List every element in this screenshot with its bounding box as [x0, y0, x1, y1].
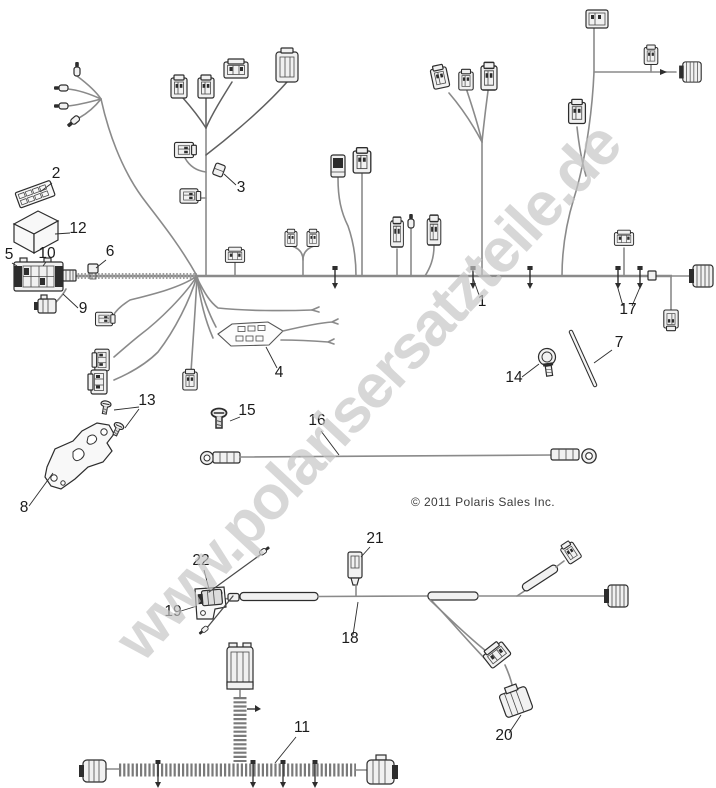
callout-leader-4 [265, 346, 278, 369]
callout-leader-22 [203, 569, 210, 590]
callout-leader-13 [113, 406, 140, 411]
callout-4: 4 [275, 364, 284, 381]
decal-plate [14, 180, 56, 209]
fuse-box [13, 257, 77, 292]
callout-leader-5 [11, 262, 18, 267]
screw-15 [210, 407, 228, 429]
connector [170, 74, 188, 99]
cable-tie-7 [568, 329, 598, 388]
callout-5: 5 [5, 246, 14, 263]
left-parts [12, 180, 99, 314]
callout-18: 18 [341, 630, 358, 647]
connector-11-left [79, 759, 107, 783]
callout-leader-13 [124, 408, 140, 429]
callout-12: 12 [69, 220, 86, 237]
callout-leader-17 [631, 284, 642, 307]
connector-trunk-end [688, 264, 714, 288]
callout-leader-15 [229, 416, 241, 422]
bullet-terminal [73, 61, 81, 77]
callout-leader-10 [42, 261, 47, 267]
throttle-harness [194, 538, 629, 718]
callout-leader-17 [616, 284, 624, 307]
connector-11-top [226, 642, 254, 690]
connector-top [585, 9, 609, 29]
callout-7: 7 [615, 334, 624, 351]
callout-leader-18 [352, 601, 359, 636]
callout-15: 15 [238, 402, 255, 419]
main-harness [53, 9, 714, 395]
callout-16: 16 [308, 412, 325, 429]
callout-14: 14 [505, 369, 523, 386]
callout-leader-3 [223, 173, 237, 186]
callout-leader-20 [508, 714, 522, 734]
hardware-parts [44, 329, 598, 490]
tube-clips [155, 760, 318, 788]
callout-13: 13 [138, 392, 155, 409]
callout-19: 19 [164, 603, 181, 620]
copyright-text: © 2011 Polaris Sales Inc. [411, 495, 556, 509]
connector-right-branch [678, 61, 702, 83]
callout-leader-7 [593, 349, 613, 364]
callout-leader-9 [62, 293, 79, 309]
connector-9 [34, 288, 67, 314]
clip-6 [87, 263, 99, 280]
screw-13a [98, 399, 113, 416]
mount-bracket-8 [44, 422, 115, 490]
connector-21 [347, 551, 363, 586]
clip-3 [212, 162, 226, 178]
large-connector [275, 47, 299, 83]
connector-11-right [366, 754, 398, 785]
callout-20: 20 [495, 727, 513, 744]
callout-6: 6 [106, 243, 115, 260]
harness-clip [331, 265, 339, 290]
callout-leader-14 [521, 363, 540, 378]
callout-leader-19 [180, 605, 198, 612]
connector-18-end [603, 584, 629, 608]
corrugated-harness [79, 642, 398, 788]
callout-17: 17 [619, 301, 636, 318]
callout-leader-1 [472, 277, 480, 296]
callout-leader-8 [28, 472, 54, 507]
callout-leader-16 [320, 430, 340, 456]
ground-strap-16 [199, 448, 597, 466]
callout-21: 21 [366, 530, 383, 547]
fuse-link-assembly [217, 318, 339, 347]
callout-1: 1 [478, 293, 487, 310]
callout-leader-11 [274, 736, 297, 764]
callout-leader-6 [95, 259, 107, 269]
connector-dark [330, 154, 346, 178]
callout-3: 3 [237, 179, 246, 196]
callout-leader-12 [54, 232, 71, 235]
callout-leader-2 [39, 182, 53, 193]
callout-2: 2 [52, 165, 61, 182]
connector-20 [498, 683, 534, 718]
callout-11: 11 [294, 719, 310, 736]
callout-10: 10 [38, 245, 56, 262]
callout-9: 9 [79, 300, 88, 317]
callout-22: 22 [192, 552, 209, 569]
bracket-19 [194, 586, 227, 620]
callout-leader-21 [360, 546, 371, 558]
relay-box-3d [12, 210, 60, 255]
clamp-14 [537, 347, 557, 377]
callout-8: 8 [20, 499, 29, 516]
